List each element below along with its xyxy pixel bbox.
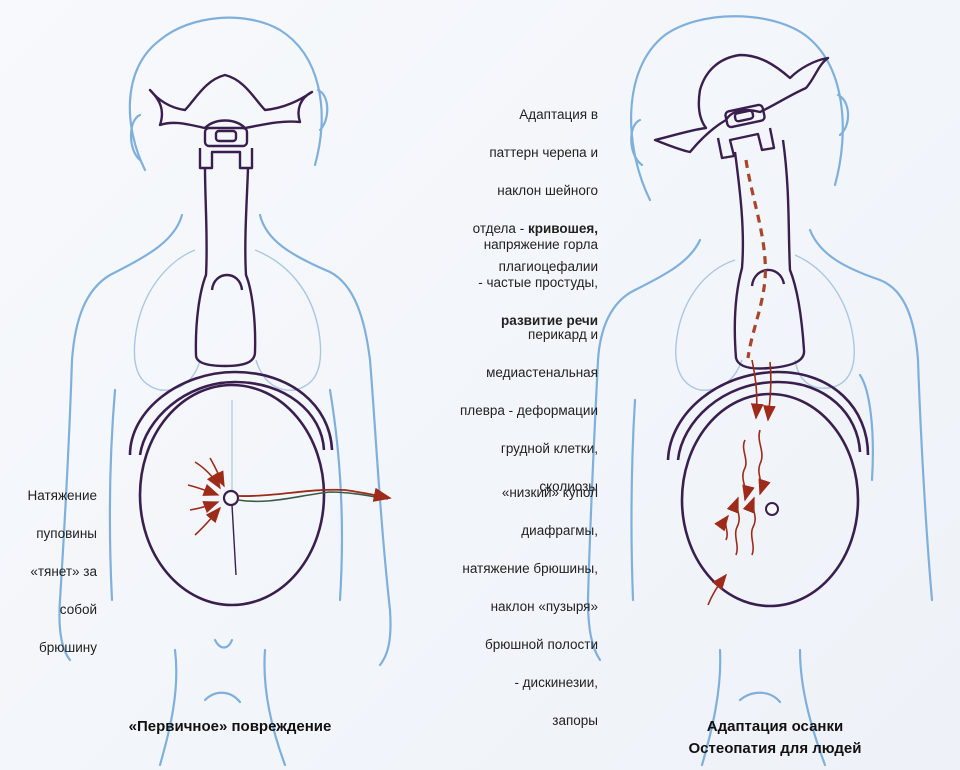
left-umbilicus (187, 400, 392, 576)
note-line: паттерн черепа и (489, 145, 598, 160)
pericardium-note: перикард и медиастенальная плевра - дефо… (420, 306, 598, 515)
note-line: пуповины (36, 526, 97, 541)
note-line: Адаптация в (519, 107, 598, 122)
note-line: медиастенальная (486, 365, 598, 380)
note-line: натяжение брюшины, (462, 561, 598, 576)
torticollis-emphasis: кривошея, (527, 221, 598, 236)
speech-development-emphasis: развитие речи (501, 313, 598, 328)
note-line: запоры (552, 713, 598, 728)
note-line: плагиоцефалии (498, 259, 598, 274)
note-line: - частые простуды, (478, 275, 598, 290)
right-tension-arrows (707, 359, 776, 606)
right-diaphragm (666, 370, 870, 608)
diaphragm-note: «низкий» купол диафрагмы, натяжение брюш… (420, 464, 598, 749)
note-line: наклон шейного (497, 183, 598, 198)
note-text: отдела - (472, 221, 528, 236)
right-figure-caption: Адаптация осанки Остеопатия для людей (650, 716, 900, 760)
note-line: Натяжение (27, 488, 98, 503)
note-line: отдела - кривошея, (420, 219, 598, 238)
right-skull-base (653, 53, 830, 160)
left-lungs (133, 249, 322, 391)
note-line: «низкий» купол (501, 485, 598, 500)
note-line: грудной клетки, (500, 441, 598, 456)
note-line: «тянет» за (30, 564, 97, 579)
throat-tension-note: напряжение горла - частые простуды, разв… (420, 216, 598, 349)
note-line: сколиозы (539, 479, 598, 494)
note-line: - дискинезии, (514, 675, 598, 690)
right-mediastinum (733, 139, 806, 370)
caption-line: Остеопатия для людей (688, 740, 862, 757)
note-line: диафрагмы, (521, 523, 598, 538)
left-body-outline (58, 16, 392, 767)
caption-line: Адаптация осанки (706, 718, 844, 735)
note-line: напряжение горла (483, 237, 598, 252)
umbilical-tension-note: Натяжение пуповины «тянет» за собой брюш… (5, 467, 98, 676)
note-line: брюшной полости (485, 637, 598, 652)
left-mediastinum (194, 167, 257, 368)
left-figure-caption: «Первичное» повреждение (128, 718, 332, 735)
note-line: плевра - деформации (460, 403, 598, 418)
skull-adaptation-note: Адаптация в паттерн черепа и наклон шейн… (420, 86, 598, 295)
left-diaphragm (128, 370, 334, 607)
note-line: перикард и (528, 327, 598, 342)
note-line: брюшину (39, 640, 97, 655)
right-body-outline (586, 15, 934, 767)
note-line: собой (59, 602, 97, 617)
note-line: наклон «пузыря» (490, 599, 598, 614)
left-skull-base (148, 73, 314, 170)
